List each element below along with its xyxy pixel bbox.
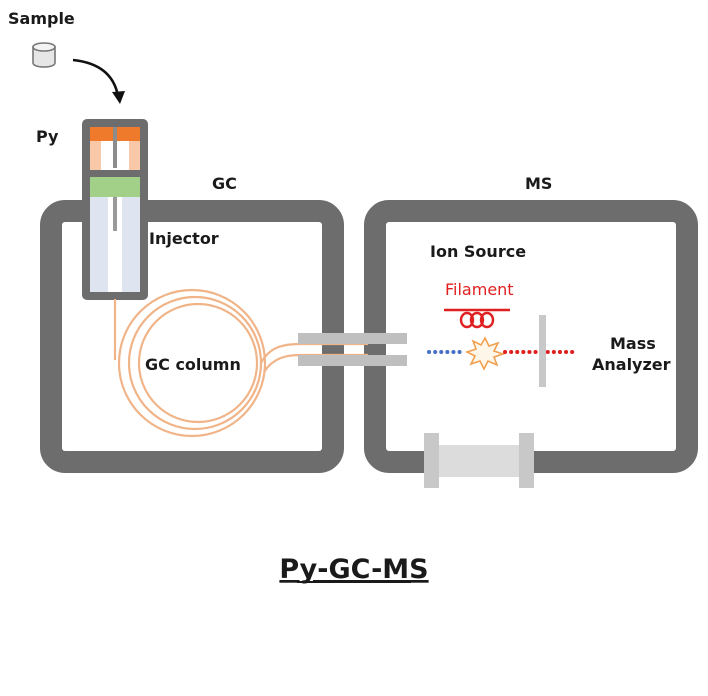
mass-analyzer-label-line2: Analyzer (592, 355, 671, 374)
ion-source-label: Ion Source (430, 242, 526, 261)
sample-label: Sample (8, 9, 75, 28)
mass-analyzer-plate (539, 315, 546, 387)
filament-icon (444, 308, 510, 329)
injector-seal (90, 177, 140, 197)
gc-label: GC (212, 174, 237, 193)
filament-label: Filament (445, 280, 514, 299)
ms-label: MS (525, 174, 552, 193)
sample-arrow (72, 58, 125, 104)
diagram-title: Py-GC-MS (279, 554, 428, 585)
transfer-line (298, 333, 407, 366)
ionization-burst-icon (464, 336, 506, 371)
sample-vial-icon (32, 42, 56, 68)
vacuum-pump-flange (424, 433, 534, 488)
gc-column-label: GC column (145, 355, 241, 374)
pyrolyzer-injector-assembly (82, 119, 148, 300)
gc-column-coil (113, 288, 368, 438)
py-label: Py (36, 127, 59, 146)
injector-label: Injector (149, 229, 219, 248)
mass-analyzer-label-line1: Mass (610, 334, 656, 353)
